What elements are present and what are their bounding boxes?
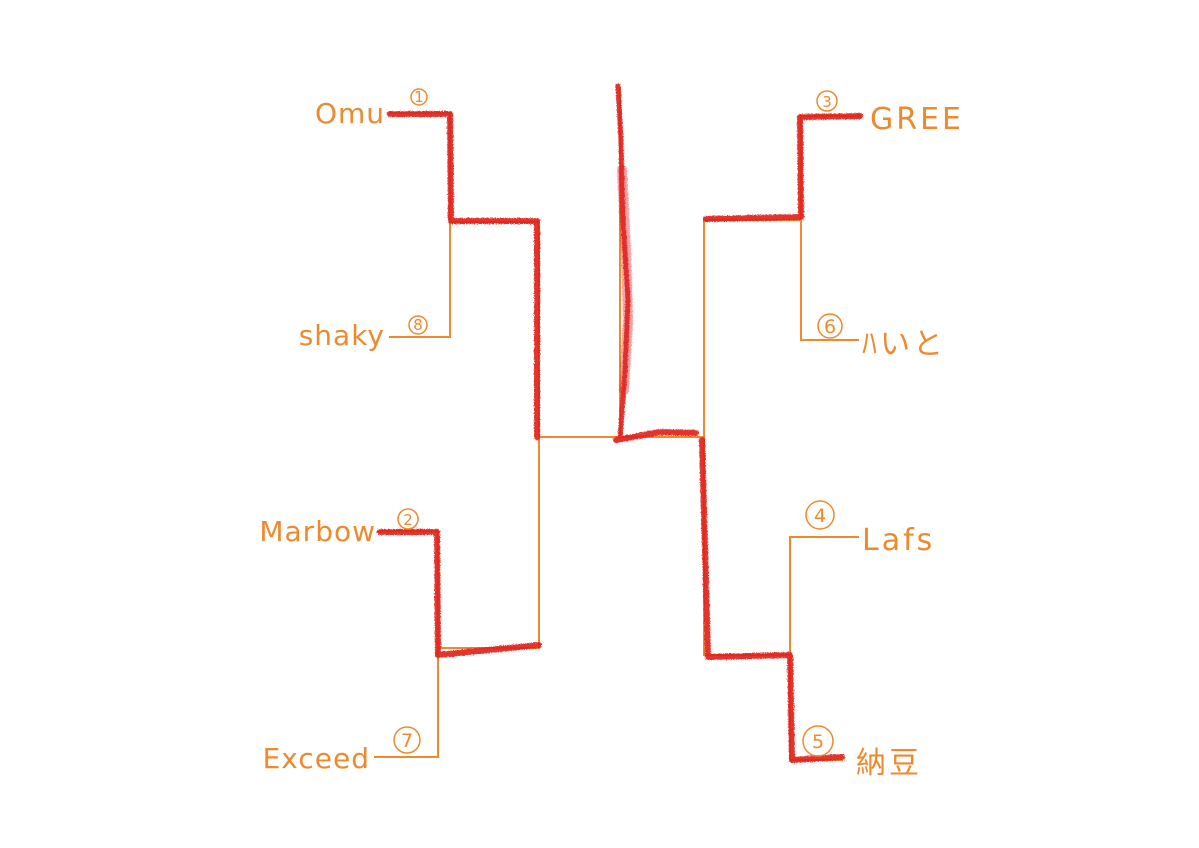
player-name-right-4: 納豆 bbox=[856, 746, 922, 781]
player-name-left-1: Omu bbox=[315, 97, 385, 130]
player-name-left-3: Marbow bbox=[259, 515, 376, 548]
left-bottom-match-line bbox=[374, 530, 439, 758]
player-name-right-3: Lafs bbox=[862, 523, 935, 558]
player-labels: Omu shaky Marbow Exceed GREE ﾊいと Lafs 納豆 bbox=[259, 97, 964, 781]
seed-number-right-1: 3 bbox=[822, 93, 832, 111]
winner-path-omu bbox=[387, 111, 540, 440]
seed-circle-right-1 bbox=[816, 90, 838, 112]
seed-circle-left-4 bbox=[393, 726, 421, 754]
player-name-right-2: ﾊいと bbox=[862, 327, 946, 362]
winner-path-final bbox=[613, 429, 699, 443]
seed-circle-left-1 bbox=[410, 88, 428, 106]
seed-number-left-4: 7 bbox=[401, 730, 413, 752]
seed-circle-right-2 bbox=[817, 313, 843, 339]
seed-number-right-3: 4 bbox=[814, 505, 826, 527]
left-top-match-line bbox=[387, 112, 451, 338]
seed-circle-left-3 bbox=[397, 508, 419, 530]
seed-badges: 1 8 2 7 3 6 4 5 bbox=[393, 88, 843, 757]
winner-path-marbow bbox=[377, 529, 542, 658]
winner-path-gree bbox=[703, 113, 863, 222]
seed-number-left-3: 2 bbox=[403, 511, 413, 529]
player-name-right-1: GREE bbox=[870, 102, 964, 137]
player-name-left-2: shaky bbox=[299, 319, 385, 352]
seed-number-left-2: 8 bbox=[413, 316, 423, 334]
winner-path-natto bbox=[699, 437, 845, 763]
winner-path-champion-wide bbox=[617, 165, 633, 395]
winner-paths bbox=[377, 83, 863, 763]
right-top-match-line bbox=[800, 115, 861, 341]
seed-number-left-1: 1 bbox=[414, 88, 424, 106]
seed-circle-right-3 bbox=[805, 500, 835, 530]
seed-number-right-4: 5 bbox=[812, 731, 824, 753]
seed-circle-left-2 bbox=[408, 315, 428, 335]
seed-circle-right-4 bbox=[802, 725, 834, 757]
player-name-left-4: Exceed bbox=[263, 742, 370, 775]
seed-number-right-2: 6 bbox=[824, 316, 836, 338]
